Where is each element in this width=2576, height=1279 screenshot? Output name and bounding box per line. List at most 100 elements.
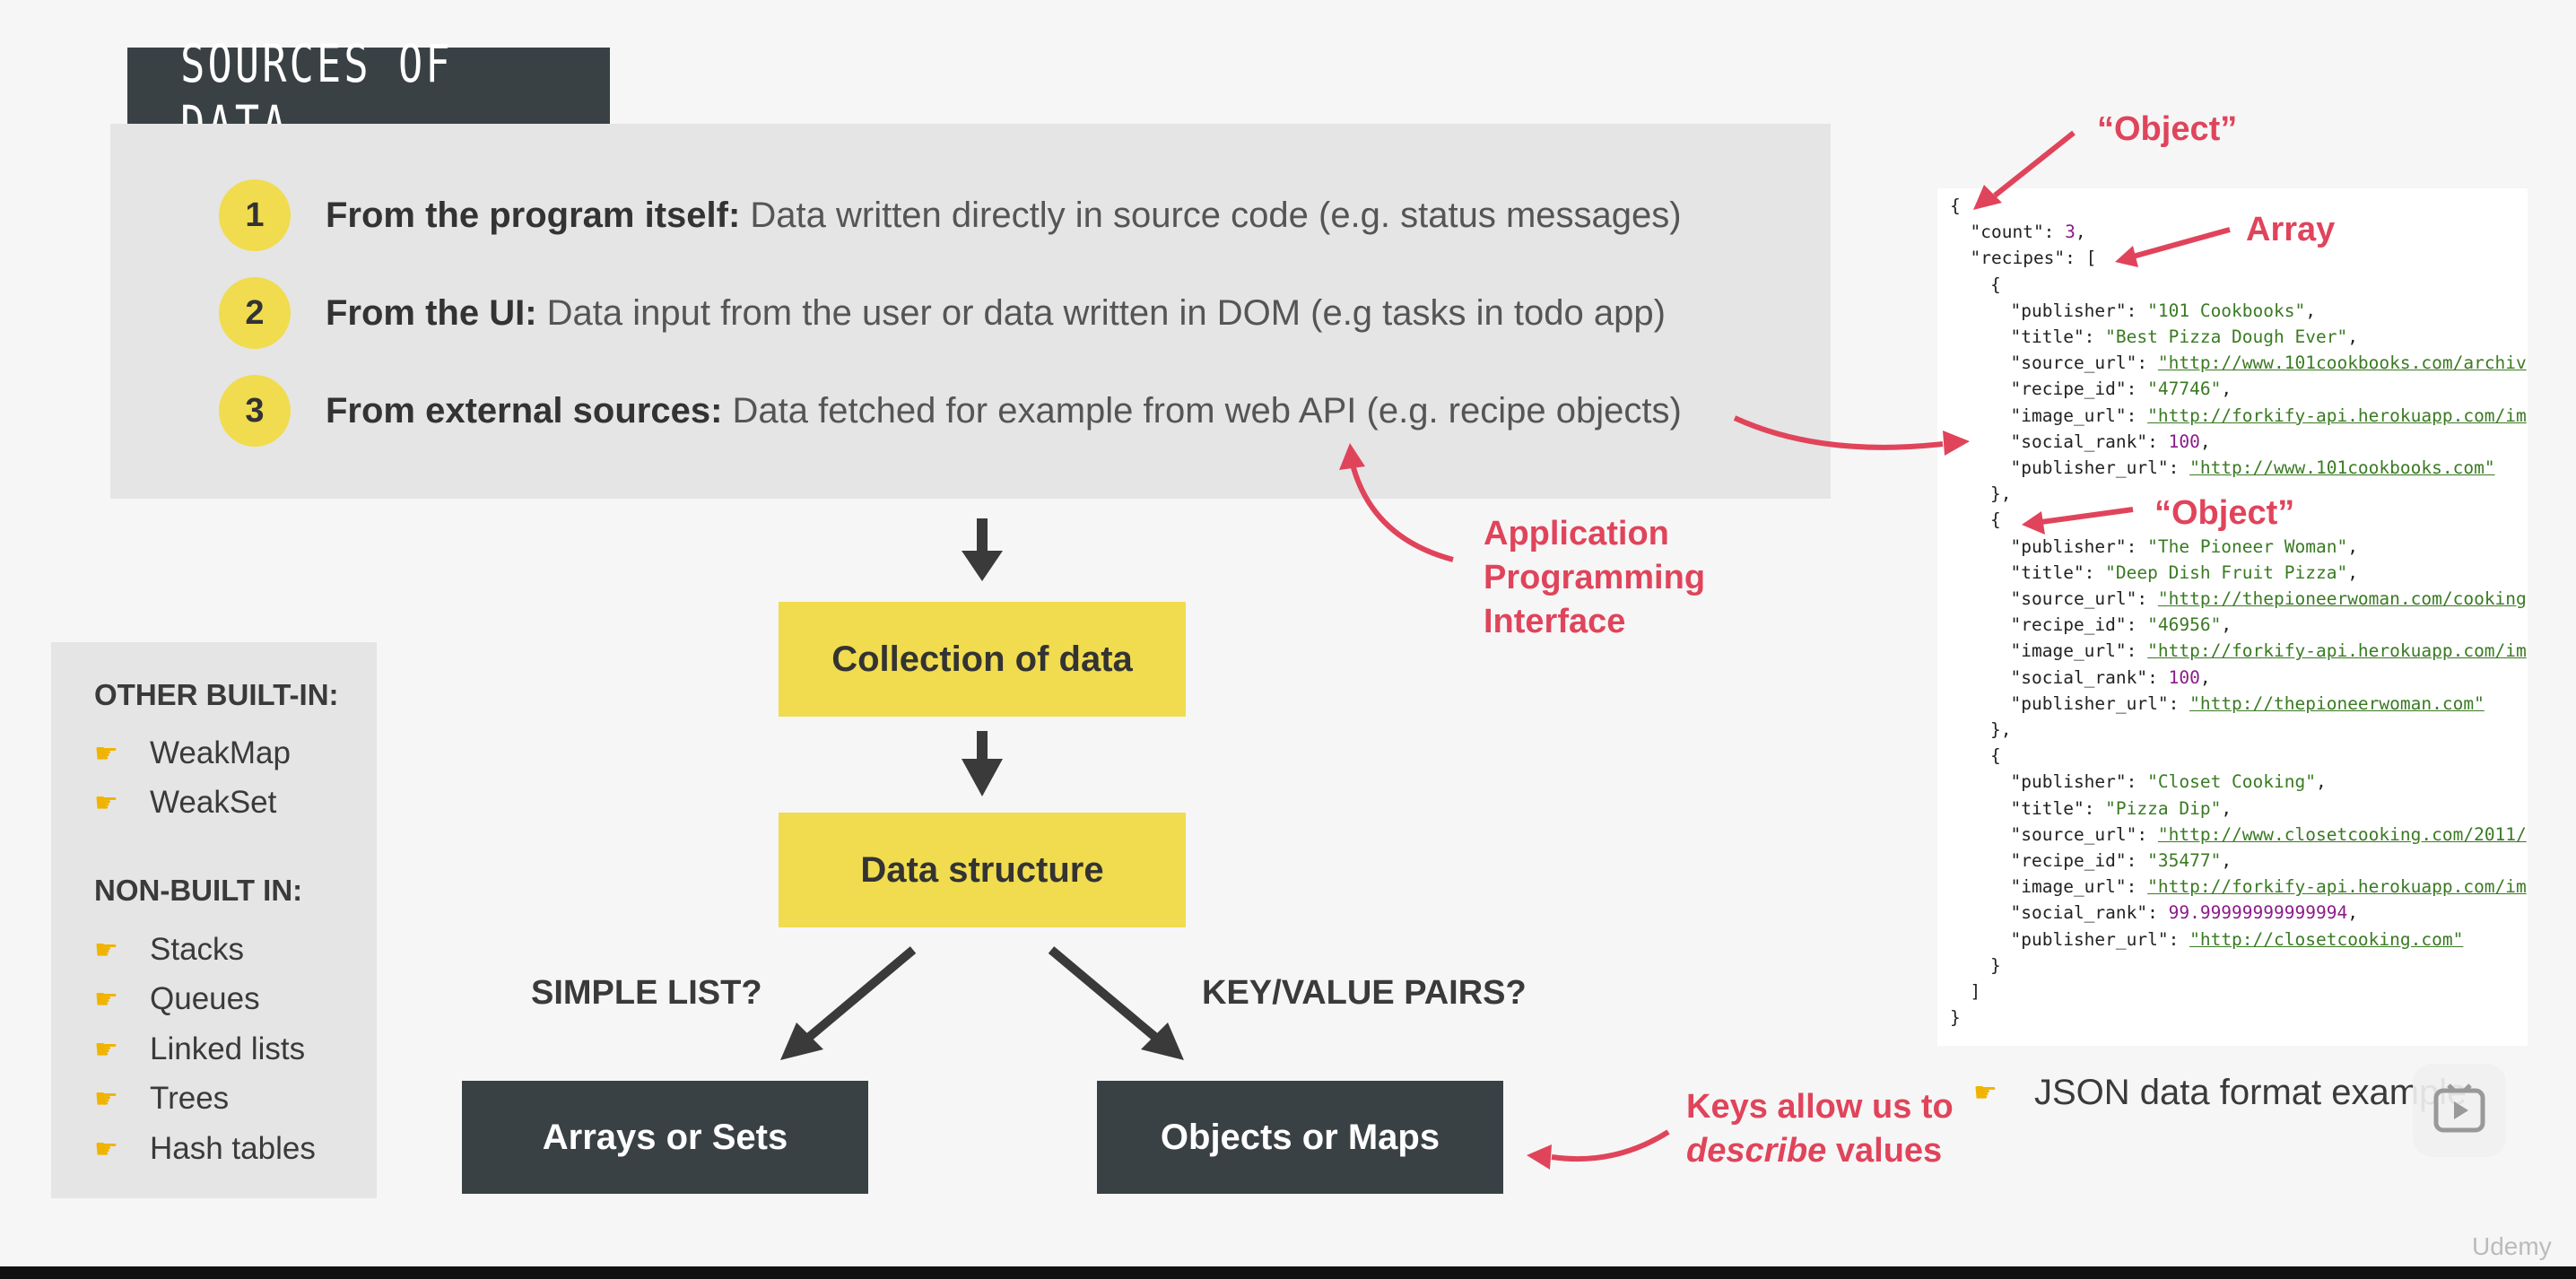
json-string-token: "Best Pizza Dough Ever" [2105, 326, 2348, 347]
json-punct-token: "image_url": [2010, 640, 2148, 662]
json-punct-token: "source_url": [2010, 823, 2158, 845]
sources-panel [110, 124, 1831, 499]
json-number-token: 100 [2168, 666, 2200, 688]
json-punct-token: , [2221, 797, 2232, 819]
json-line: "count": 3, [1971, 222, 2086, 242]
data-structure-box: Data structure [779, 813, 1186, 927]
json-caption-label: JSON data format example [2034, 1073, 2467, 1112]
object-annotation-top: “Object” [2097, 110, 2238, 148]
json-punct-token: "source_url": [2010, 588, 2158, 609]
json-punct-token: , [2221, 850, 2232, 871]
json-line: "title": "Pizza Dip", [2011, 798, 2232, 819]
builtin-item: ☛WeakMap [94, 735, 291, 771]
builtin-heading: OTHER BUILT-IN: [94, 678, 339, 711]
pointing-hand-icon: ☛ [94, 1083, 118, 1114]
source-number-badge: 1 [219, 179, 291, 251]
source-label: From external sources: [326, 390, 723, 431]
json-punct-token: "publisher_url": [2010, 457, 2190, 478]
json-line: "publisher": "Closet Cooking", [2011, 771, 2327, 792]
nonbuiltin-item: ☛Queues [94, 981, 260, 1017]
json-string-token: "47746" [2147, 378, 2222, 400]
source-number-badge: 3 [219, 375, 291, 447]
json-string-token: "The Pioneer Woman" [2147, 535, 2348, 557]
json-line: "source_url": "http://www.101cookbooks.c… [2011, 352, 2527, 373]
json-punct-token: , [2347, 535, 2358, 557]
nonbuiltin-item: ☛ Stacks [94, 932, 244, 968]
json-punct-token: "recipe_id": [2010, 614, 2148, 636]
play-icon [2433, 1083, 2485, 1133]
api-note: Application Programming Interface [1484, 512, 1705, 644]
array-annotation: Array [2246, 211, 2336, 248]
simple-list-question: SIMPLE LIST? [531, 974, 762, 1012]
json-url-token: "http://www.101cookbooks.com" [2189, 457, 2495, 478]
object-mid-arrow-icon [2022, 507, 2134, 535]
json-line: }, [1990, 483, 2011, 504]
pointing-hand-icon: ☛ [94, 935, 118, 965]
source-number-badge: 2 [219, 277, 291, 349]
builtin-item: ☛WeakSet [94, 785, 276, 821]
diagonal-arrow-left-icon [780, 946, 917, 1060]
json-punct-token: , [2221, 614, 2232, 636]
nonbuiltin-item: ☛ Linked lists [94, 1031, 305, 1067]
json-string-token: "35477" [2147, 850, 2222, 871]
json-url-token: "http://www.closetcooking.com/2011/ [2157, 823, 2527, 845]
json-punct-token: , [2347, 561, 2358, 583]
nonbuiltin-item-label: Hash tables [150, 1131, 316, 1166]
json-punct-token: "publisher": [2010, 771, 2148, 793]
pointing-hand-icon: ☛ [94, 1034, 118, 1065]
json-line: "title": "Best Pizza Dough Ever", [2011, 326, 2358, 347]
collection-of-data-box: Collection of data [779, 602, 1186, 717]
pointing-hand-icon: ☛ [1973, 1078, 1997, 1108]
json-punct-token: , [2347, 326, 2358, 347]
json-caption: ☛ JSON data format example [1973, 1073, 2467, 1113]
json-line: { [1950, 196, 1961, 216]
data-structures-panel [51, 642, 377, 1198]
json-line: } [1990, 955, 2001, 976]
json-line: }, [1990, 719, 2011, 740]
object-top-arrow-icon [1973, 130, 2076, 210]
json-punct-token: { [1990, 274, 2001, 295]
nonbuiltin-heading: NON-BUILT IN: [94, 874, 303, 907]
json-url-token: "http://closetcooking.com" [2189, 928, 2464, 950]
json-line: { [1990, 745, 2001, 766]
pointing-hand-icon: ☛ [94, 787, 118, 818]
source-row-3: 3 From external sources: Data fetched fo… [219, 373, 1682, 448]
source-text: From the program itself: Data written di… [326, 196, 1682, 236]
nonbuiltin-item-label: Trees [150, 1081, 230, 1116]
down-arrow-icon [962, 731, 1003, 796]
api-note-line: Programming [1484, 559, 1706, 596]
nonbuiltin-item-label: Queues [150, 981, 260, 1016]
json-punct-token: { [1990, 745, 2001, 767]
json-punct-token: "source_url": [2010, 352, 2158, 374]
nonbuiltin-item: ☛ Trees [94, 1081, 229, 1117]
json-url-token: "http://forkify-api.herokuapp.com/im [2147, 405, 2527, 426]
source-description: Data written directly in source code (e.… [740, 195, 1682, 235]
json-line: "source_url": "http://thepioneerwoman.co… [2011, 588, 2527, 609]
json-punct-token: } [1990, 954, 2001, 976]
json-punct-token: , [2305, 300, 2316, 321]
json-number-token: 3 [2065, 222, 2076, 243]
json-line: "publisher": "The Pioneer Woman", [2011, 536, 2358, 557]
json-punct-token: , [2199, 666, 2211, 688]
json-url-token: "http://forkify-api.herokuapp.com/im [2147, 876, 2527, 898]
json-punct-token: , [2221, 378, 2232, 400]
keys-arrow-icon [1527, 1129, 1670, 1170]
play-button[interactable] [2413, 1064, 2506, 1157]
keys-note-line1: Keys allow us to [1686, 1088, 1954, 1126]
keys-note-emphasis: describe [1686, 1132, 1827, 1170]
json-line: { [1990, 274, 2001, 295]
nonbuiltin-item-label: Linked lists [150, 1031, 306, 1066]
json-punct-token: , [2199, 431, 2211, 452]
json-punct-token: "publisher_url": [2010, 692, 2190, 714]
json-punct-token: "social_rank": [2010, 431, 2169, 452]
json-line: { [1990, 509, 2001, 530]
nonbuiltin-item-label: Stacks [150, 932, 245, 967]
source-text: From external sources: Data fetched for … [326, 391, 1682, 431]
source-text: From the UI: Data input from the user or… [326, 293, 1666, 334]
source-to-json-arrow-icon [1733, 415, 1970, 456]
json-line: "recipe_id": "46956", [2011, 614, 2232, 635]
json-punct-token: , [2315, 771, 2327, 793]
source-label: From the UI: [326, 292, 537, 333]
json-punct-token: , [2075, 222, 2086, 243]
